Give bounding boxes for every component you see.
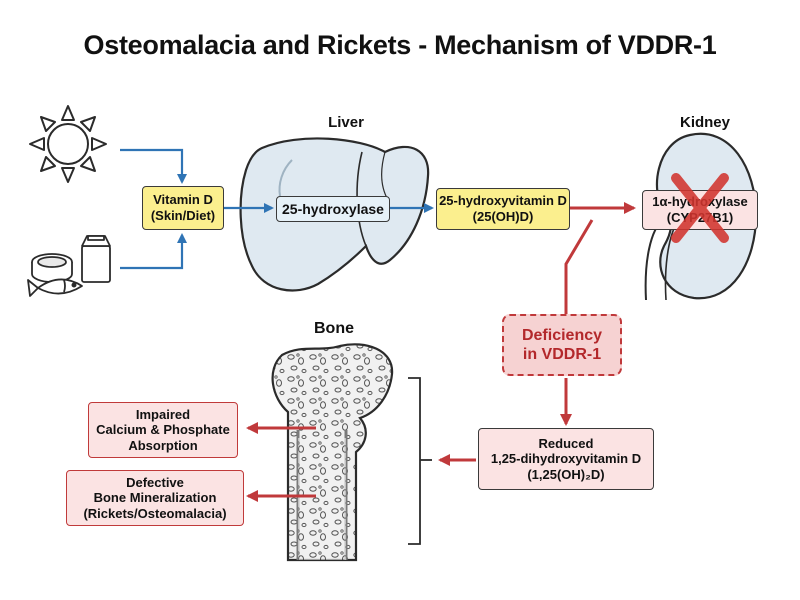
page-title: Osteomalacia and Rickets - Mechanism of … (83, 30, 717, 60)
arrow-sun-to-vitamin-d (120, 148, 187, 184)
reduced-calcitriol-box: Reduced 1,25-dihydroxyvitamin D (1,25(OH… (478, 428, 654, 490)
bone-label: Bone (314, 320, 354, 337)
bracket (408, 377, 421, 545)
kidney-label: Kidney (679, 114, 730, 131)
deficiency-box: Deficiency in VDDR-1 (502, 314, 622, 376)
arrow-food-to-vitamin-d (120, 233, 187, 270)
connector-kidney-to-deficiency (564, 219, 594, 314)
sun-icon (29, 105, 107, 183)
food-icon (27, 235, 111, 297)
impaired-absorption-box: Impaired Calcium & Phosphate Absorption (88, 402, 238, 458)
25-hydroxylase-box: 25-hydroxylase (276, 196, 390, 222)
liver-label: Liver (328, 114, 364, 131)
bone-icon (271, 343, 394, 562)
vitamin-d-box: Vitamin D (Skin/Diet) (142, 186, 224, 230)
25-hydroxyvitamin-d-box: 25-hydroxyvitamin D (25(OH)D) (436, 188, 570, 230)
blocked-x-icon (671, 173, 729, 243)
defective-mineralization-box: Defective Bone Mineralization (Rickets/O… (66, 470, 244, 526)
